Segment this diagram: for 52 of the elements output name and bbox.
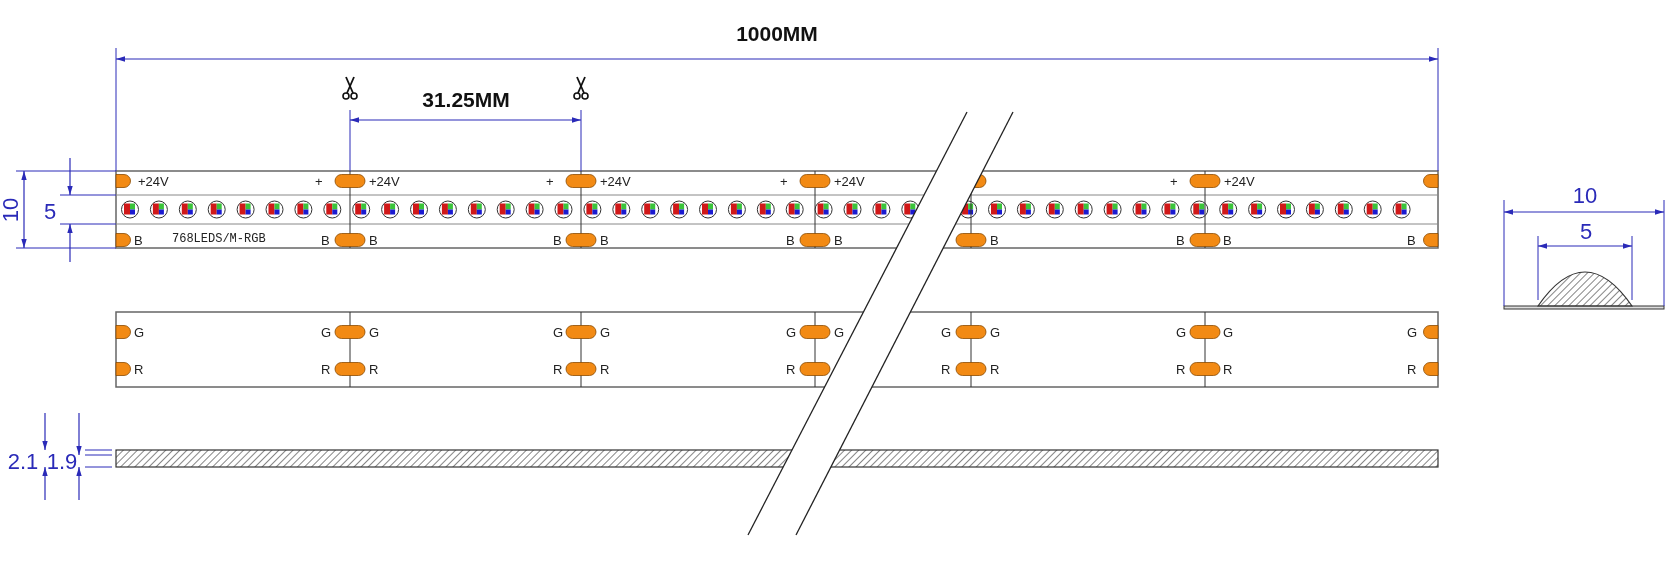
terminal-label: G [1407,326,1418,339]
dimension-text: 31.25MM [422,88,510,110]
terminal-label: G [1176,326,1187,339]
terminal-label: R [369,363,379,376]
terminal-label: + [546,175,554,188]
terminal-label: B [1176,234,1185,247]
dimension-text: 5 [1579,221,1593,243]
terminal-label: B [553,234,562,247]
terminal-label: R [321,363,331,376]
terminal-label: G [369,326,380,339]
terminal-label: +24V [138,175,169,188]
dimension-text: 1000MM [736,22,818,44]
terminal-label: B [321,234,330,247]
terminal-label: G [553,326,564,339]
terminal-label: B [834,234,843,247]
dimension-text: 10 [1572,185,1598,207]
terminal-label: B [369,234,378,247]
terminal-label: G [600,326,611,339]
terminal-label: R [134,363,144,376]
terminal-label: R [1176,363,1186,376]
terminal-label: R [600,363,610,376]
terminal-label: G [990,326,1001,339]
terminal-label: R [1223,363,1233,376]
terminal-label: R [941,363,951,376]
terminal-label: B [134,234,143,247]
dimension-text: 5 [43,201,57,223]
terminal-label: R [990,363,1000,376]
terminal-label: B [600,234,609,247]
terminal-label: G [941,326,952,339]
terminal-label: B [1223,234,1232,247]
terminal-label: +24V [1224,175,1255,188]
terminal-label: G [834,326,845,339]
terminal-label: + [780,175,788,188]
terminal-label: +24V [369,175,400,188]
terminal-label: +24V [834,175,865,188]
dimension-text: 2.1 [7,451,39,473]
terminal-label: +24V [600,175,631,188]
terminal-label: + [1170,175,1178,188]
terminal-label: G [321,326,332,339]
terminal-label: R [553,363,563,376]
dimension-text: 1.9 [46,451,78,473]
terminal-label: B [786,234,795,247]
terminal-label: G [1223,326,1234,339]
terminal-label: B [990,234,999,247]
terminal-label: + [315,175,323,188]
terminal-label: R [786,363,796,376]
terminal-label: B [1407,234,1416,247]
dimension-text: 10 [0,197,22,223]
model-text: 768LEDS/M-RGB [172,233,266,245]
terminal-label: R [1407,363,1417,376]
terminal-label: G [786,326,797,339]
terminal-label: G [134,326,145,339]
